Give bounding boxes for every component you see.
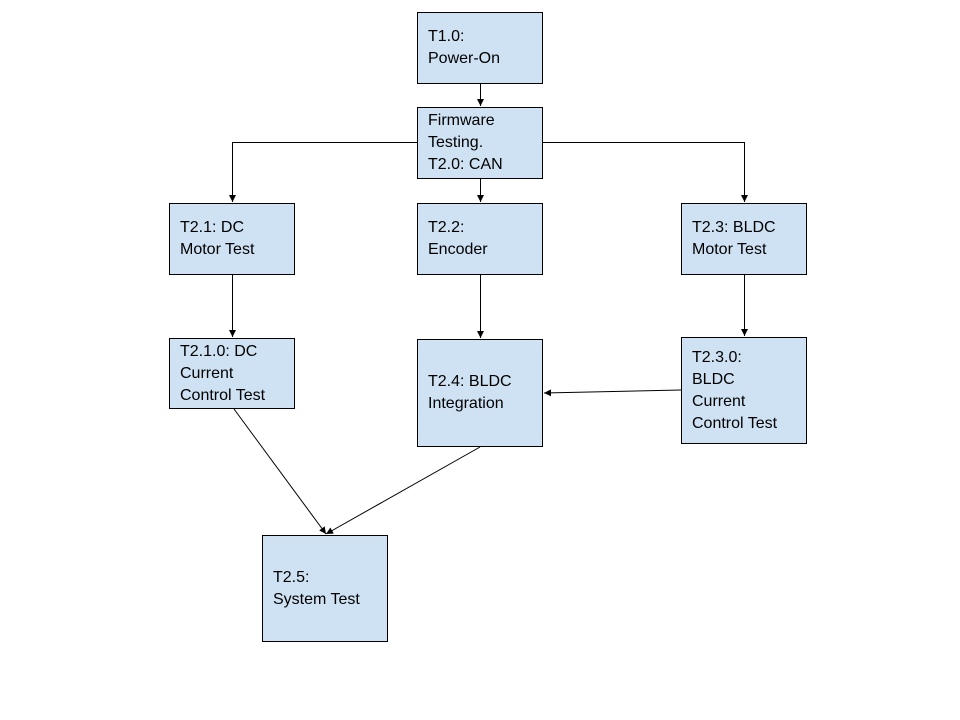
node-label-line: BLDC [692, 370, 735, 388]
node-label-line: T2.3.0: [692, 348, 742, 366]
node-label-line: Current [180, 364, 234, 382]
node-label-line: Firmware [428, 112, 495, 129]
node-firmware-testing-t2-0-can: Firmware Testing. T2.0: CAN [417, 107, 543, 179]
node-label-line: Integration [428, 395, 504, 412]
node-t2-3-bldc-motor-test: T2.3: BLDC Motor Test [681, 203, 807, 275]
node-label-line: T1.0: [428, 28, 465, 45]
node-label-line: Power-On [428, 50, 501, 67]
node-label-line: T2.0: CAN [428, 156, 503, 173]
edge-firmware-to-t21 [229, 142, 417, 202]
edge-t210-to-t25 [233, 408, 327, 535]
node-t2-3-0-bldc-current-control-test: T2.3.0: BLDC Current Control Test [681, 337, 807, 444]
node-label-line: System Test [273, 590, 360, 608]
edge-t230-to-t24 [543, 389, 682, 397]
node-label-line: Control Test [180, 386, 266, 404]
node-label-line: T2.1.0: DC [180, 342, 258, 360]
node-t2-4-bldc-integration: T2.4: BLDC Integration [417, 339, 543, 447]
edge-t24-to-t25 [325, 446, 481, 535]
node-label-line: Motor Test [180, 241, 255, 258]
node-t2-5-system-test: T2.5: System Test [262, 535, 388, 642]
node-t2-2-encoder: T2.2: Encoder [417, 203, 543, 275]
node-label-line: T2.4: BLDC [428, 373, 512, 390]
node-t2-1-dc-motor-test: T2.1: DC Motor Test [169, 203, 295, 275]
node-label-line: Current [692, 392, 746, 410]
node-label-line: Encoder [428, 241, 488, 258]
node-label-line: T2.3: BLDC [692, 219, 776, 236]
edge-firmware-to-t23 [543, 142, 748, 202]
node-t1-0-power-on: T1.0: Power-On [417, 12, 543, 84]
node-label-line: Testing. [428, 134, 484, 151]
node-label-line: T2.2: [428, 219, 465, 236]
node-label-line: Motor Test [692, 241, 767, 258]
node-label-line: T2.5: [273, 568, 310, 586]
node-label-line: T2.1: DC [180, 219, 245, 236]
node-label-line: Control Test [692, 414, 778, 432]
node-t2-1-0-dc-current-control-test: T2.1.0: DC Current Control Test [169, 338, 295, 409]
